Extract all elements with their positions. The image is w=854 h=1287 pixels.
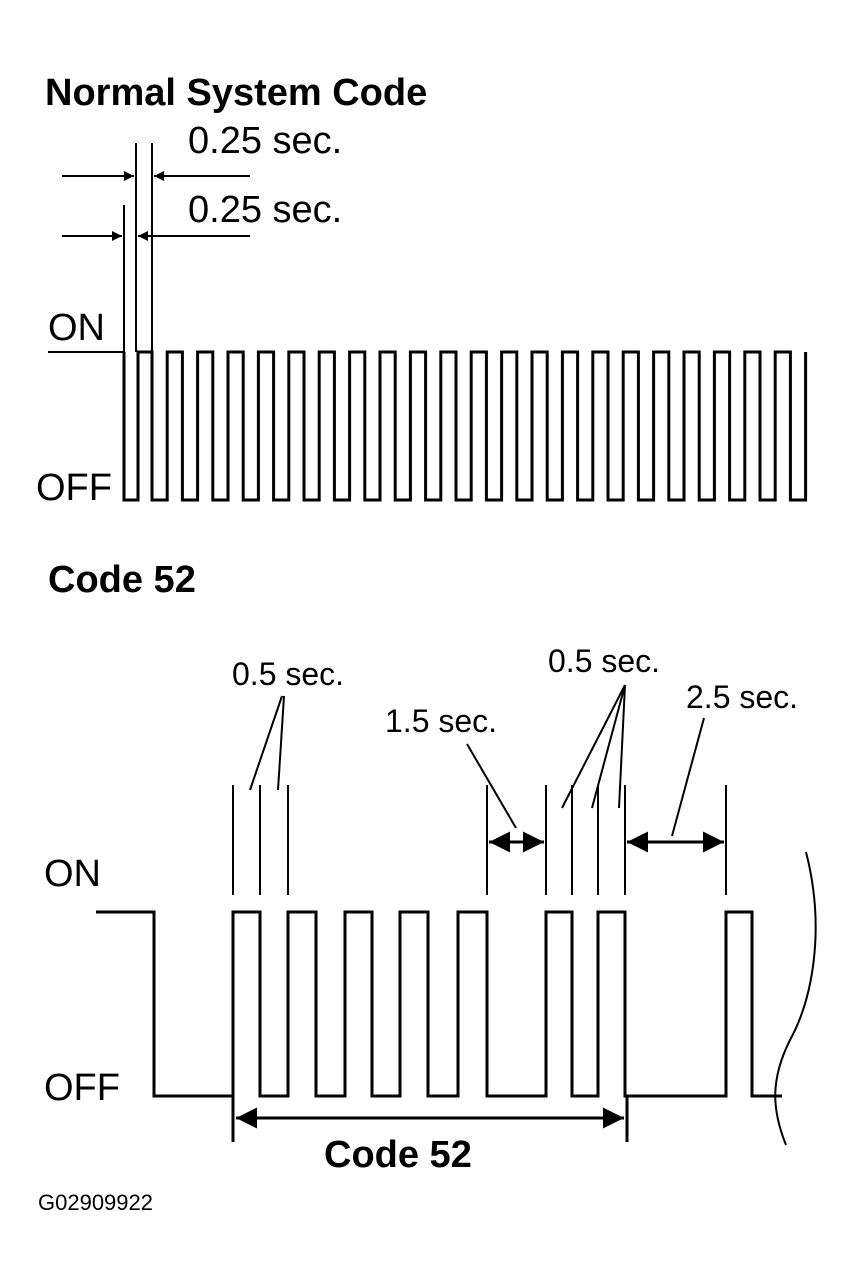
normal-title: Normal System Code <box>45 72 427 114</box>
code52-label-05-left: 0.5 sec. <box>232 656 344 692</box>
figure-id: G02909922 <box>38 1190 153 1215</box>
code52-leader-lines <box>249 684 705 837</box>
normal-on-label: ON <box>48 307 105 349</box>
normal-dim-top-label: 0.25 sec. <box>188 120 342 162</box>
normal-dim-bottom-label: 0.25 sec. <box>188 189 342 231</box>
code52-label-05-right: 0.5 sec. <box>548 643 660 679</box>
code52-label-25: 2.5 sec. <box>686 679 798 715</box>
code52-extension-lines <box>232 785 727 895</box>
code52-label-15: 1.5 sec. <box>385 703 497 739</box>
code52-square-wave <box>96 910 782 1098</box>
code52-title: Code 52 <box>48 559 196 601</box>
normal-off-label: OFF <box>36 467 112 509</box>
normal-square-wave <box>122 350 808 502</box>
code52-span-label: Code 52 <box>324 1134 472 1176</box>
code52-on-label: ON <box>44 853 101 895</box>
code52-off-label: OFF <box>44 1067 120 1109</box>
code52-break-line <box>774 851 817 1146</box>
